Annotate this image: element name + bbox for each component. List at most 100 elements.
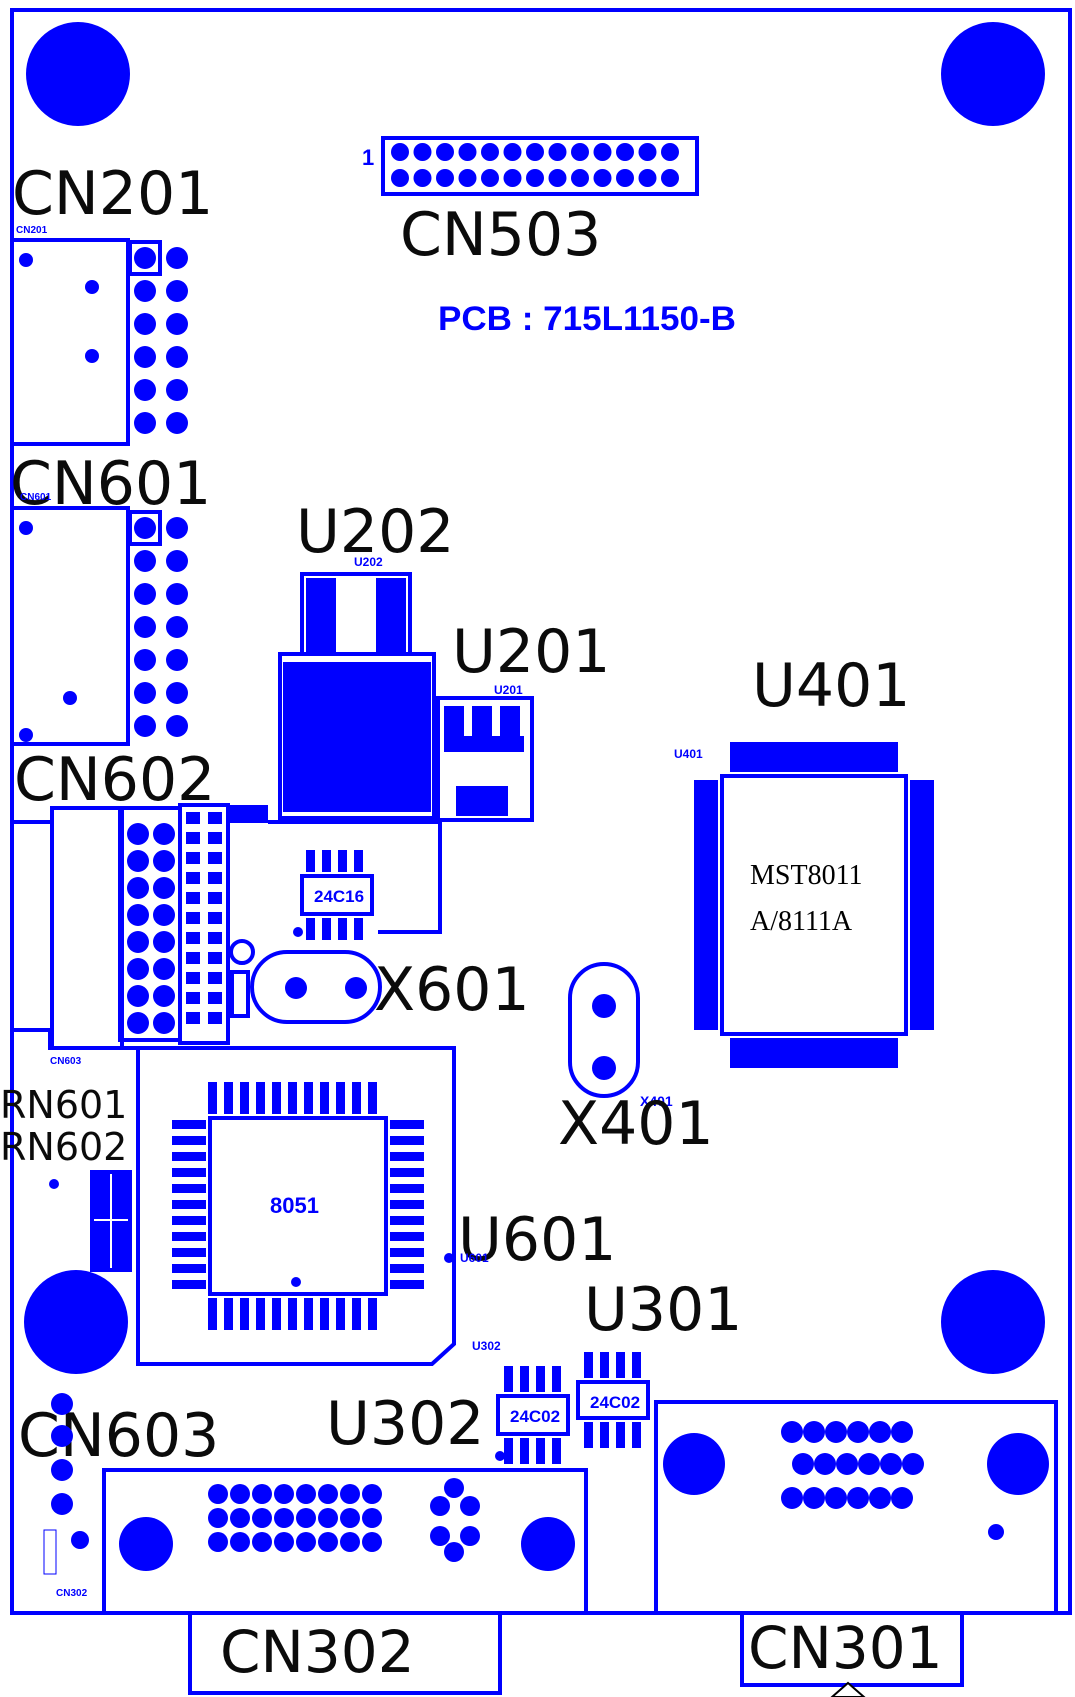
x601-label: X601 (374, 955, 530, 1025)
pad (256, 1298, 265, 1330)
pad (825, 1487, 847, 1509)
u401-label: U401 (752, 651, 910, 721)
rn-resistor-networks (12, 1028, 138, 1272)
pad (153, 904, 175, 926)
mounting-hole-bottom-left (24, 1270, 128, 1374)
pad (172, 1280, 206, 1289)
pad (186, 992, 200, 1004)
pad (172, 1184, 206, 1193)
pad (593, 169, 612, 187)
pad (186, 972, 200, 984)
x401-label: X401 (558, 1089, 714, 1159)
pad (869, 1487, 891, 1509)
pad (891, 1421, 913, 1443)
pad (127, 823, 149, 845)
cn301-label: CN301 (748, 1614, 943, 1682)
pad (390, 1184, 424, 1193)
pad (520, 1438, 529, 1464)
pad (134, 715, 156, 737)
pad (153, 985, 175, 1007)
pad (571, 169, 589, 187)
pad (153, 850, 175, 872)
pad (444, 1478, 464, 1498)
pad (390, 1136, 424, 1145)
pad (208, 812, 222, 824)
pad (166, 715, 188, 737)
cn503-header: 1 (362, 136, 699, 196)
pad (413, 143, 432, 161)
pad (593, 143, 612, 161)
pad (661, 169, 679, 187)
pad (836, 1453, 858, 1475)
pad (520, 1366, 529, 1392)
cn302-silk-label: CN302 (56, 1588, 88, 1599)
pad (166, 682, 188, 704)
pad (134, 379, 156, 401)
pad (172, 1152, 206, 1161)
pad (208, 832, 222, 844)
u302-silk-label: U302 (472, 1339, 501, 1353)
pad (869, 1421, 891, 1443)
pad (127, 985, 149, 1007)
pad (166, 247, 188, 269)
pad (390, 1280, 424, 1289)
cn603-connector (43, 1393, 89, 1575)
pad (354, 850, 363, 872)
pad (503, 169, 522, 187)
cn201-connector (10, 238, 188, 446)
pad (390, 1232, 424, 1241)
pad (256, 1082, 265, 1114)
pad (208, 972, 222, 984)
pad (336, 1298, 345, 1330)
pad (352, 1082, 361, 1114)
pad (548, 143, 567, 161)
pad (847, 1421, 869, 1443)
pad (354, 918, 363, 940)
u401-silk-label: U401 (674, 747, 703, 761)
pad (390, 1248, 424, 1257)
pad (186, 832, 200, 844)
pad (413, 169, 432, 187)
pad (322, 918, 331, 940)
eeprom-24c16: 24C16 (293, 850, 374, 940)
pad (504, 1366, 513, 1392)
pad (240, 1082, 249, 1114)
pad (127, 931, 149, 953)
u202-label: U202 (296, 497, 454, 567)
pad (362, 1532, 382, 1552)
pad (186, 852, 200, 864)
pad (320, 1082, 329, 1114)
u202-regulator (278, 572, 436, 820)
pad (306, 918, 315, 940)
pad (166, 649, 188, 671)
pad (825, 1421, 847, 1443)
pad (368, 1298, 377, 1330)
pad (584, 1422, 593, 1448)
u302-label: U302 (326, 1389, 484, 1459)
pad (230, 1508, 250, 1528)
pad (391, 143, 409, 161)
pad (552, 1438, 561, 1464)
pad (880, 1453, 902, 1475)
pad (318, 1532, 338, 1552)
pad (230, 1532, 250, 1552)
pad (153, 931, 175, 953)
cn602-connector (10, 744, 268, 1050)
pad (274, 1532, 294, 1552)
pad (600, 1352, 609, 1378)
pad (322, 850, 331, 872)
pad (891, 1487, 913, 1509)
pad (208, 1532, 228, 1552)
eeprom-24c02-b-text: 24C02 (590, 1393, 640, 1412)
pad (186, 812, 200, 824)
pad (134, 682, 156, 704)
pad (781, 1487, 803, 1509)
pad (340, 1532, 360, 1552)
u301-label: U301 (584, 1275, 742, 1345)
cn302-label: CN302 (220, 1618, 415, 1686)
pad (847, 1487, 869, 1509)
u301-eeprom: 24C02 (576, 1352, 650, 1448)
pad (186, 892, 200, 904)
pad (127, 877, 149, 899)
pad (352, 1298, 361, 1330)
